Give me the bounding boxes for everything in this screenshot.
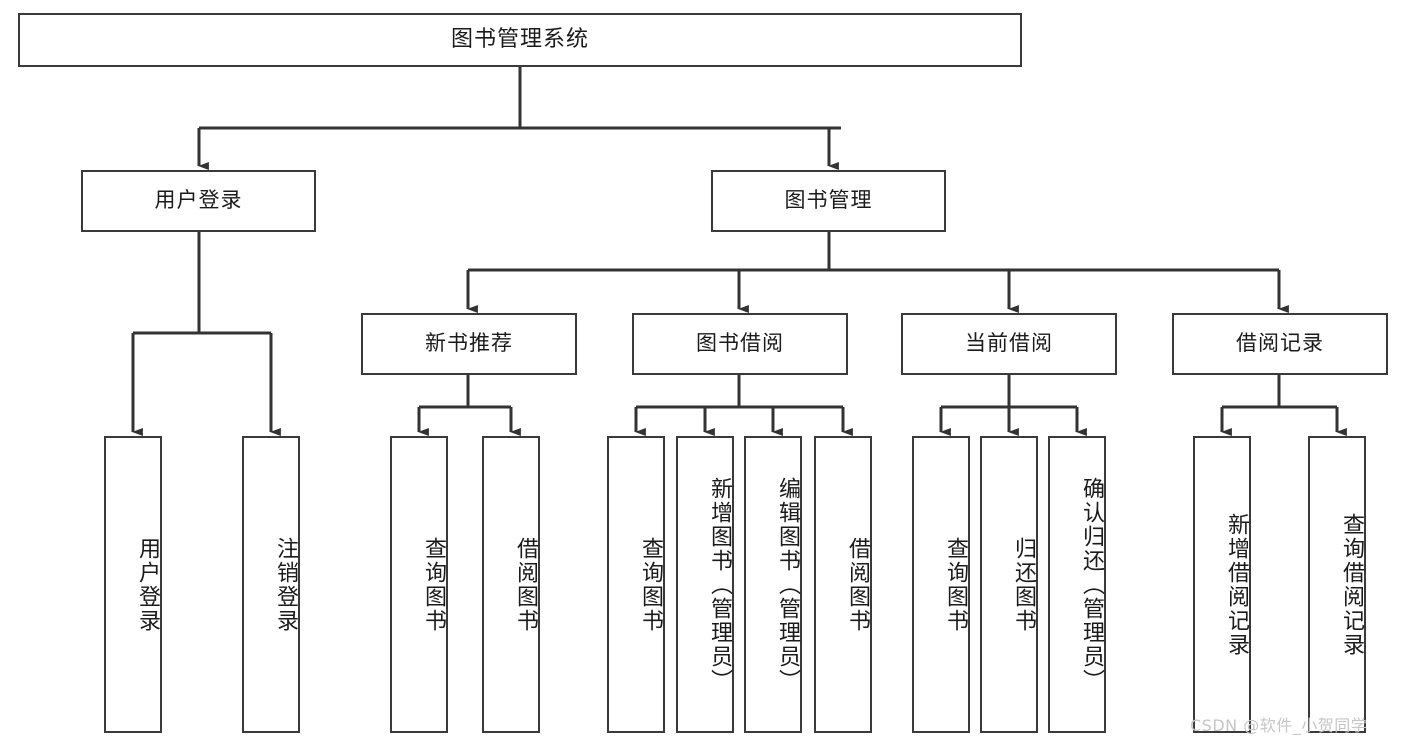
- node-label: 图书管理系统: [450, 26, 589, 52]
- watermark: CSDN @软件_小贺同学: [1190, 716, 1368, 735]
- node-user-login[interactable]: 用户登录: [81, 170, 316, 232]
- node-label: 查询图书: [421, 536, 446, 633]
- node-label: 新书推荐: [425, 331, 513, 356]
- node-label: 借阅图书: [845, 536, 870, 633]
- node-label: 当前借阅: [965, 331, 1053, 356]
- node-label: 归还图书: [1011, 536, 1036, 633]
- leaf-add-borrow-record[interactable]: 新增借阅记录: [1193, 436, 1251, 733]
- node-label: 查询借阅记录: [1339, 512, 1364, 657]
- leaf-query-book-borrow[interactable]: 查询图书: [607, 436, 665, 733]
- node-label: 编辑图书（管理员）: [775, 476, 800, 693]
- leaf-borrow-book[interactable]: 借阅图书: [814, 436, 872, 733]
- node-label: 确认归还（管理员）: [1079, 476, 1104, 693]
- leaf-logout[interactable]: 注销登录: [242, 436, 300, 733]
- node-label: 图书借阅: [696, 331, 784, 356]
- leaf-return-book[interactable]: 归还图书: [980, 436, 1038, 733]
- leaf-query-book-recommend[interactable]: 查询图书: [390, 436, 448, 733]
- node-label: 借阅记录: [1236, 331, 1324, 356]
- node-label: 注销登录: [273, 536, 298, 633]
- node-book-borrow[interactable]: 图书借阅: [632, 313, 848, 375]
- node-label: 借阅图书: [513, 536, 538, 633]
- node-new-book-recommend[interactable]: 新书推荐: [361, 313, 577, 375]
- node-borrow-record[interactable]: 借阅记录: [1172, 313, 1388, 375]
- leaf-borrow-book-recommend[interactable]: 借阅图书: [482, 436, 540, 733]
- node-label: 新增图书（管理员）: [707, 476, 732, 693]
- node-label: 查询图书: [638, 536, 663, 633]
- node-current-borrow[interactable]: 当前借阅: [901, 313, 1117, 375]
- leaf-confirm-return-admin[interactable]: 确认归还（管理员）: [1048, 436, 1106, 733]
- node-label: 用户登录: [154, 188, 243, 213]
- node-root-system[interactable]: 图书管理系统: [18, 13, 1022, 67]
- node-book-management[interactable]: 图书管理: [711, 170, 946, 232]
- leaf-add-book-admin[interactable]: 新增图书（管理员）: [676, 436, 734, 733]
- node-label: 用户登录: [135, 536, 160, 633]
- node-label: 图书管理: [784, 188, 873, 213]
- leaf-user-login[interactable]: 用户登录: [104, 436, 162, 733]
- leaf-query-book-current[interactable]: 查询图书: [912, 436, 970, 733]
- leaf-query-borrow-record[interactable]: 查询借阅记录: [1308, 436, 1366, 733]
- leaf-edit-book-admin[interactable]: 编辑图书（管理员）: [744, 436, 802, 733]
- node-label: 查询图书: [943, 536, 968, 633]
- node-label: 新增借阅记录: [1224, 512, 1249, 657]
